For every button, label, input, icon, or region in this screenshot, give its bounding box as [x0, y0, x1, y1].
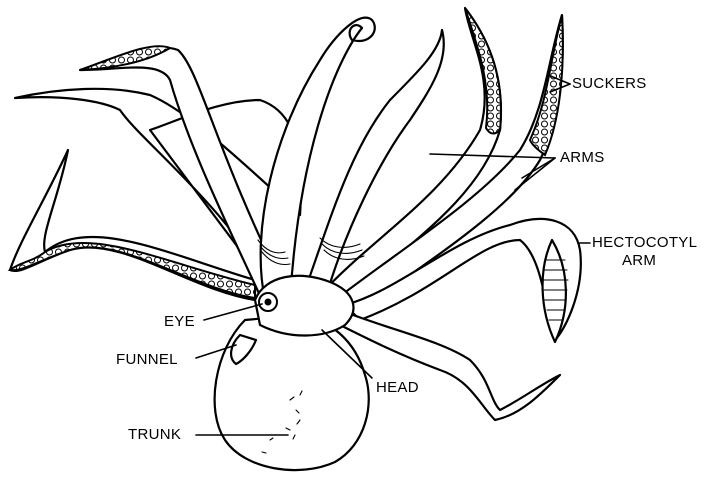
- eye-pupil: [265, 299, 272, 306]
- head-label: HEAD: [376, 379, 419, 396]
- lower-right-arm: [340, 310, 560, 420]
- trunk-label: TRUNK: [128, 426, 181, 443]
- hectocotyl-label-line2: ARM: [622, 252, 656, 269]
- arms-label: ARMS: [560, 149, 605, 166]
- eye-leader: [204, 304, 262, 320]
- suckers-label: SUCKERS: [572, 75, 647, 92]
- eye-label: EYE: [164, 313, 195, 330]
- hectocotyl-label-line1: HECTOCOTYL: [592, 234, 697, 251]
- far-right-arm-suckers: [530, 15, 563, 155]
- funnel-label: FUNNEL: [116, 351, 178, 368]
